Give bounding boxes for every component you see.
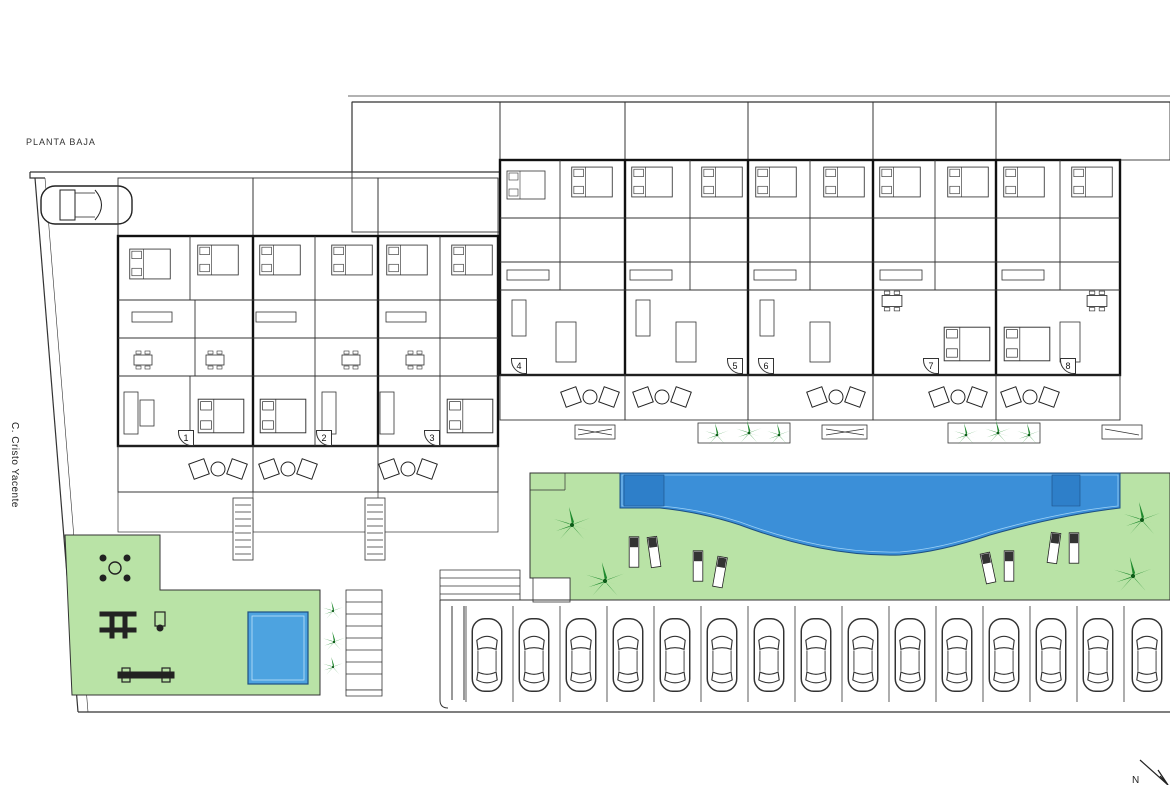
north-label: N [1132,775,1140,786]
gym-equipment-icon [99,554,175,683]
unit-number-7: 7 [923,358,939,374]
parking-lines [465,606,1125,702]
plan-title: PLANTA BAJA [26,137,96,147]
car-icon [40,185,133,225]
block-b-units-4-8 [498,158,1122,377]
stair-icon [345,569,521,697]
parking [439,599,1170,709]
block-a-units-1-3 [116,234,500,448]
car-icon [471,617,1163,693]
palm-tree-icon [323,601,345,675]
stair-icon [232,422,1143,561]
street-name: C. Cristo Yacente [9,422,20,508]
north-arrow-icon [1139,759,1169,785]
